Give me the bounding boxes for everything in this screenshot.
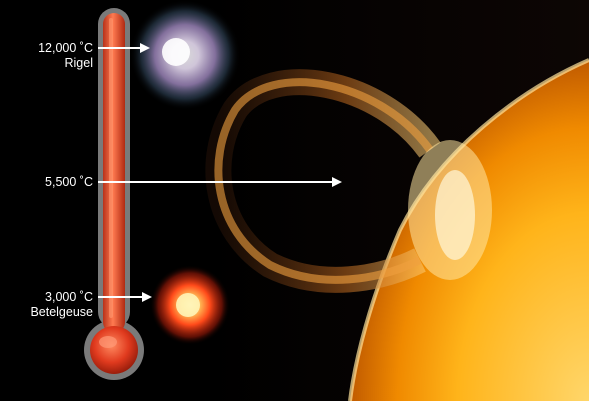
sun-label: 5,500 ˚C	[45, 175, 93, 190]
rigel-label: 12,000 ˚C Rigel	[38, 41, 93, 71]
sun-icon	[205, 58, 589, 401]
betelgeuse-label: 3,000 ˚C Betelgeuse	[30, 290, 93, 320]
rigel-name: Rigel	[64, 56, 94, 70]
betelgeuse-star-icon	[150, 265, 230, 345]
rigel-star-icon	[130, 0, 240, 110]
rigel-temperature: 12,000 ˚C	[38, 41, 93, 55]
thermometer-icon	[84, 8, 144, 380]
betelgeuse-temperature: 3,000 ˚C	[45, 290, 93, 304]
betelgeuse-name: Betelgeuse	[30, 305, 93, 319]
sun-temperature: 5,500 ˚C	[45, 175, 93, 189]
